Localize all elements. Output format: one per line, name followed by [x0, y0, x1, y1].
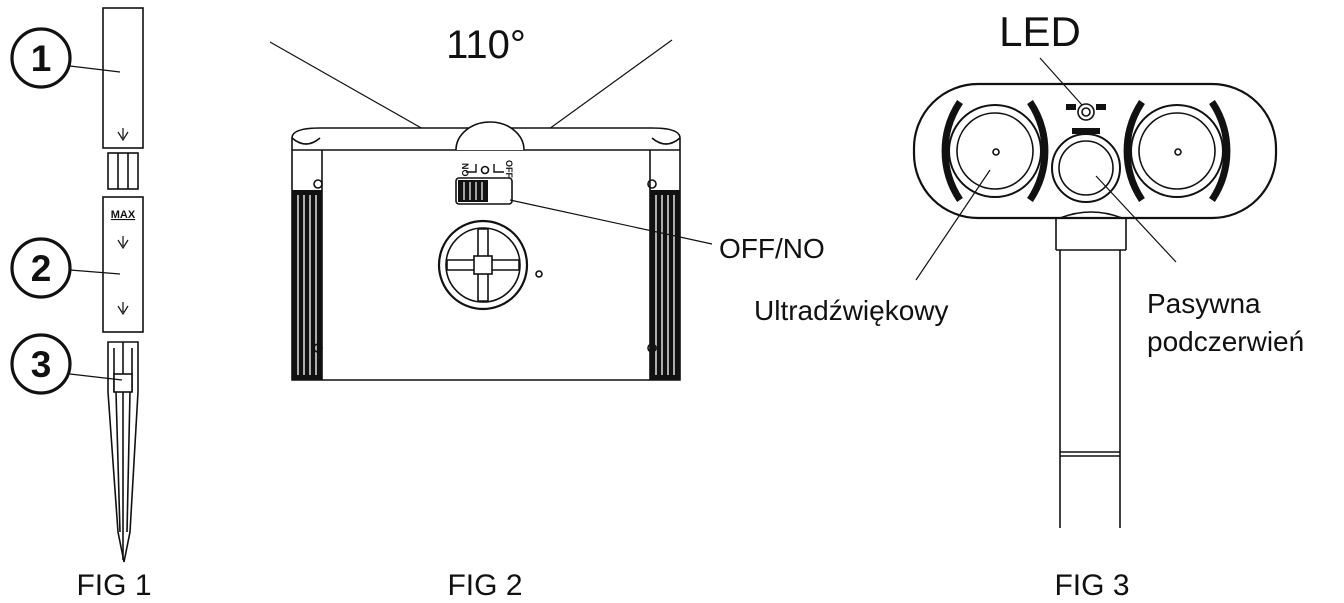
- ultrasonic-label: Ultradźwiękowy: [754, 295, 949, 326]
- switch-label: OFF/NO: [719, 233, 825, 264]
- screw-icon: [313, 179, 323, 189]
- angle-label: 110°: [446, 23, 526, 67]
- power-switch: [455, 164, 513, 205]
- screw-icon: [647, 343, 657, 353]
- mounting-pole: [1055, 218, 1127, 528]
- pir-lens: [1051, 133, 1121, 203]
- callout-circle-2: [10, 237, 121, 299]
- fig2-device-back: [269, 39, 713, 381]
- screw-icon: [647, 179, 657, 189]
- callout-number-2: 2: [31, 248, 52, 289]
- pir-leader-line: [1095, 175, 1177, 263]
- fig1-caption: FIG 1: [76, 569, 151, 602]
- led-leader-line: [1039, 57, 1083, 106]
- side-rib-left: [292, 150, 323, 380]
- pir-label-line2: podczerwień: [1147, 326, 1304, 357]
- led-indicator: [1066, 103, 1106, 134]
- screw-icon: [313, 343, 323, 353]
- callout-number-1: 1: [31, 38, 52, 79]
- arrow-down-icon: [117, 128, 129, 142]
- tube-part-1: [102, 7, 144, 149]
- ultrasonic-leader-line: [915, 169, 991, 281]
- pir-label-line1: Pasywna: [1147, 288, 1261, 319]
- ultrasonic-speaker-right: [1123, 100, 1231, 202]
- callout-circle-3: [10, 333, 123, 395]
- pir-dome: [455, 121, 525, 151]
- switch-leader-line: [509, 199, 713, 245]
- callout-circle-1: [10, 27, 121, 89]
- fig3-device-front: [912, 57, 1278, 528]
- ultrasonic-speaker-left: [941, 100, 1049, 202]
- mount-socket: [437, 219, 529, 311]
- ground-spike-part-3: [107, 341, 139, 563]
- switch-mark-off: OFF: [504, 160, 514, 178]
- callout-number-3: 3: [31, 344, 52, 385]
- fig1-stake-assembly: [10, 7, 144, 563]
- max-mark: MAX: [111, 209, 136, 221]
- switch-mark-on: NO: [460, 163, 470, 177]
- led-label: LED: [999, 8, 1081, 55]
- fig2-caption: FIG 2: [447, 569, 522, 602]
- tube-connector: [107, 152, 139, 190]
- fig3-caption: FIG 3: [1054, 569, 1129, 602]
- arrow-down-icon: [117, 236, 129, 316]
- hole-icon: [535, 270, 543, 278]
